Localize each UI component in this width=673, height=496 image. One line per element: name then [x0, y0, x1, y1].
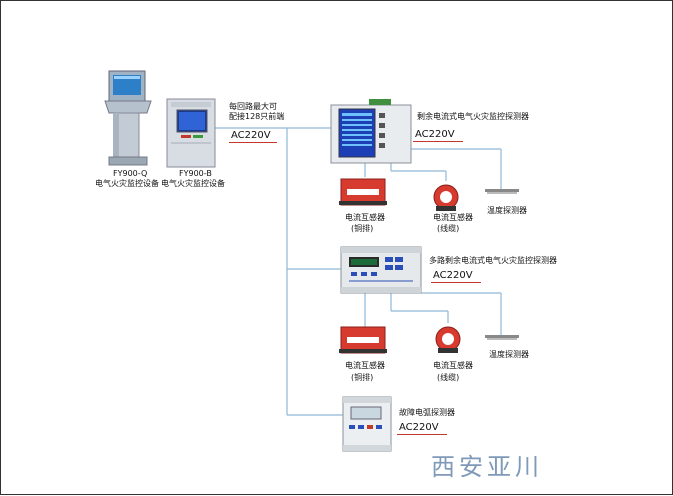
- ac-label-controller: AC220V: [231, 130, 271, 141]
- fy900b-model: FY900-B: [179, 169, 212, 178]
- temp-probe-2-label: 温度探测器: [489, 350, 529, 359]
- ct-copper-bar-2: [339, 326, 387, 354]
- fy900q-terminal: [104, 70, 152, 166]
- bus-wires: [215, 127, 502, 416]
- ct-cable-1-sub: (线缆): [437, 224, 460, 233]
- detector-1-device: [330, 99, 412, 164]
- fy900b-cabinet: [166, 98, 216, 168]
- detector-1-name: 剩余电流式电气火灾监控探测器: [417, 112, 529, 121]
- ct-copper-1-sub: (铜排): [351, 224, 374, 233]
- detector-3-name: 故障电弧探测器: [399, 408, 455, 417]
- ct-cable-1: [433, 184, 459, 211]
- temp-probe-2: [485, 335, 519, 340]
- ct-copper-bar-1: [339, 178, 387, 206]
- loop-note-line2: 配接128只前端: [229, 112, 285, 121]
- ct-cable-1-label: 电流互感器: [433, 213, 473, 222]
- fy900q-model: FY900-Q: [113, 169, 148, 178]
- ac-label-detector-1: AC220V: [415, 129, 455, 140]
- fy900b-name: 电气火灾监控设备: [161, 179, 225, 188]
- loop-note-line1: 每回路最大可: [229, 102, 277, 111]
- ct-cable-2-label: 电流互感器: [433, 361, 473, 370]
- ct-cable-2: [435, 326, 461, 353]
- fy900q-name: 电气火灾监控设备: [95, 179, 159, 188]
- ac-line-detector-2: [431, 282, 481, 283]
- ac-line-controller: [229, 142, 277, 143]
- company-watermark: 西安亚川: [431, 453, 543, 481]
- ac-line-detector-3: [397, 434, 447, 435]
- detector-3-device: [342, 396, 392, 452]
- ct-copper-1-label: 电流互感器: [345, 213, 385, 222]
- ac-line-detector-1: [413, 141, 463, 142]
- ct-copper-2-sub: (铜排): [351, 373, 374, 382]
- ac-label-detector-2: AC220V: [433, 270, 473, 281]
- ct-cable-2-sub: (线缆): [437, 373, 460, 382]
- temp-probe-1: [485, 189, 519, 194]
- detector-2-name: 多路剩余电流式电气火灾监控探测器: [429, 256, 557, 265]
- ct-copper-2-label: 电流互感器: [345, 361, 385, 370]
- detector-2-device: [340, 246, 422, 294]
- temp-probe-1-label: 温度探测器: [487, 206, 527, 215]
- ac-label-detector-3: AC220V: [399, 422, 439, 433]
